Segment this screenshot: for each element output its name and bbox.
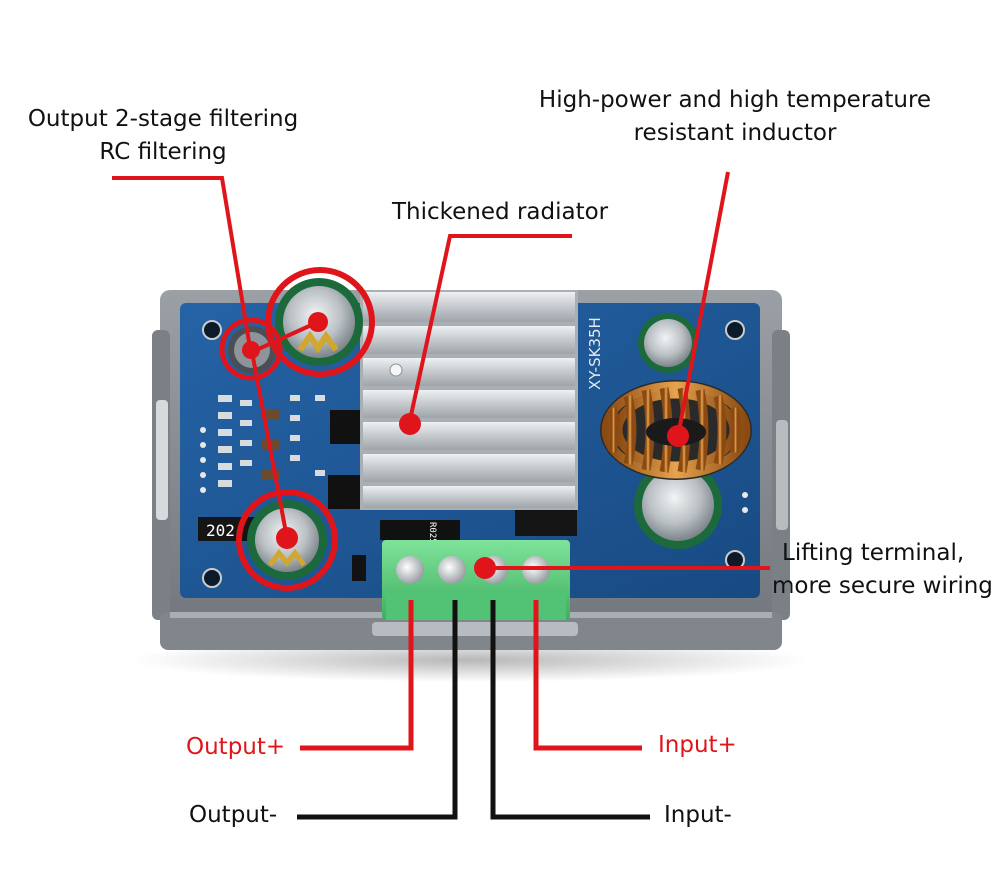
- annotation-dots: [242, 312, 689, 579]
- wire-input-plus: [533, 600, 642, 751]
- radiator-label: Thickened radiator: [392, 199, 609, 225]
- heatsink: [360, 290, 578, 510]
- wire-output-plus: [300, 600, 414, 751]
- terminal-label: Lifting terminal, more secure wiring: [772, 537, 993, 603]
- resistor-code-label: R025: [427, 522, 437, 544]
- wiring-lines: [297, 600, 650, 820]
- rc-filter-label-line1: Output 2-stage filtering: [27, 106, 299, 132]
- rc-filter-label: Output 2-stage filtering RC filtering: [18, 103, 308, 169]
- inductor-label: High-power and high temperature resistan…: [520, 84, 950, 150]
- wire-input-minus: [490, 600, 650, 820]
- terminal-label-line1: Lifting terminal,: [782, 540, 965, 566]
- output-minus-label: Output-: [189, 802, 278, 828]
- terminal-label-line2: more secure wiring: [772, 573, 993, 599]
- capacitor-input-bottom: [634, 461, 722, 549]
- output-plus-label: Output+: [186, 734, 286, 760]
- board-model-label: XY-SK35H: [586, 317, 604, 390]
- annotation-pointers: [112, 171, 770, 591]
- wire-output-minus: [297, 600, 458, 820]
- input-minus-label: Input-: [664, 802, 732, 828]
- inductor-label-line1: High-power and high temperature: [538, 87, 932, 113]
- toroidal-inductor: [600, 380, 752, 480]
- capacitor-code-label: 202: [206, 521, 235, 540]
- rc-filter-label-line2: RC filtering: [99, 139, 227, 165]
- capacitor-input-top: [638, 313, 698, 373]
- input-plus-label: Input+: [658, 732, 737, 758]
- inductor-label-line2: resistant inductor: [633, 120, 837, 146]
